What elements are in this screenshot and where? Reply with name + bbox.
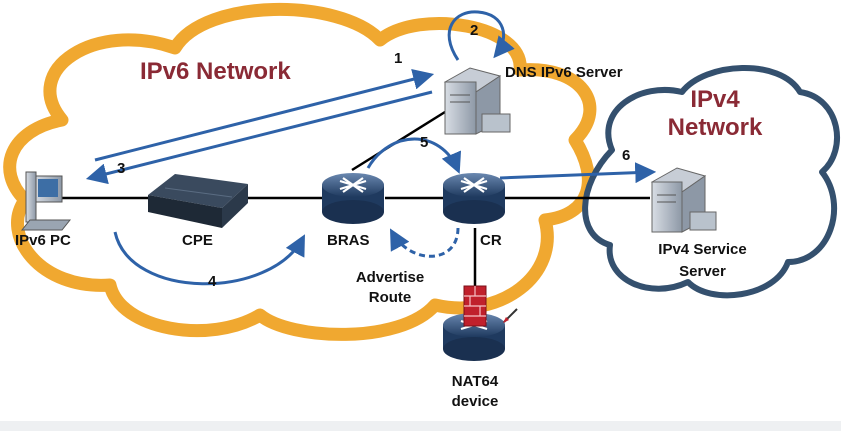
ipv6-pc-icon (20, 171, 72, 231)
dns-server-icon (443, 67, 511, 135)
ipv4-network-title-line2: Network (667, 114, 763, 141)
ipv6-pc-label: IPv6 PC (15, 232, 71, 249)
ipv4-network-cloud (582, 65, 840, 299)
nat64-device-icon (443, 285, 505, 361)
step-label-4: 4 (208, 273, 217, 290)
ipv6-network-title: IPv6 Network (140, 58, 291, 85)
step-label-6: 6 (622, 147, 631, 164)
ipv4-server-label-line2: Server (679, 263, 726, 280)
bottom-bar (0, 421, 841, 431)
cr-router-icon (443, 173, 505, 224)
ipv6-network-cloud (3, 3, 597, 341)
advertise-route-label: Advertise Route (345, 268, 435, 308)
arrow-step-3 (85, 90, 433, 185)
advertise-route-label-line1: Advertise (355, 269, 425, 286)
step-label-3: 3 (117, 160, 126, 177)
arrow-step-6 (499, 162, 657, 184)
step-label-1: 1 (394, 50, 403, 67)
arrow-step-5 (366, 137, 462, 174)
cr-label: CR (480, 232, 502, 249)
bras-router-icon (322, 173, 384, 224)
nat64-device-label-line1: NAT64 (451, 373, 499, 390)
step-label-5: 5 (420, 134, 429, 151)
ipv4-network-title-line1: IPv4 (690, 86, 740, 113)
arrow-advertise-route (389, 227, 460, 258)
ipv4-network-title: IPv4 Network (655, 86, 775, 142)
arrows (85, 10, 657, 286)
cpe-label: CPE (182, 232, 213, 249)
step-label-2: 2 (470, 22, 479, 39)
arrow-step-1 (94, 68, 435, 162)
pen-cursor-icon (503, 308, 518, 323)
arrow-step-2 (447, 10, 515, 61)
ipv4-server-label-line1: IPv4 Service (658, 241, 747, 258)
arrow-step-4 (113, 231, 305, 286)
bras-label: BRAS (327, 232, 370, 249)
advertise-route-label-line2: Route (368, 289, 412, 306)
nat64-device-label: NAT64 device (435, 372, 515, 412)
dns-server-label: DNS IPv6 Server (505, 64, 623, 81)
ipv4-server-label: IPv4 Service Server (640, 239, 765, 283)
cpe-icon (148, 174, 248, 228)
ipv4-server-icon (650, 167, 717, 233)
nat64-device-label-line2: device (451, 393, 499, 410)
